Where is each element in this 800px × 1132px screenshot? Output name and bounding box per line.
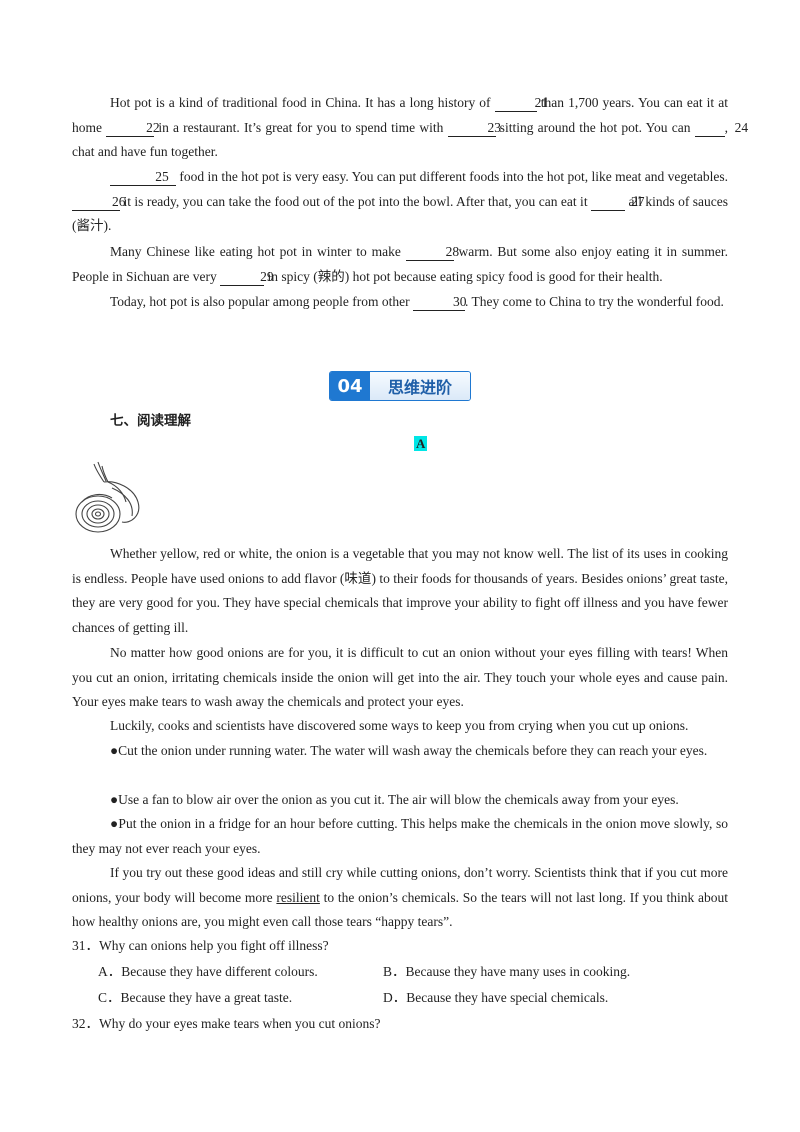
reading-paragraph-3: Luckily, cooks and scientists have disco… [110, 718, 689, 733]
option-31-c[interactable]: C．Because they have a great taste. [98, 990, 293, 1005]
reading-bullet-1: ●Cut the onion under running water. The … [110, 743, 708, 758]
reading-paragraph-2: No matter how good onions are for you, i… [72, 645, 728, 710]
blank-25[interactable]: 25 [110, 168, 176, 186]
cloze-text: sitting around the hot pot. You can [495, 119, 695, 135]
badge-number: 04 [330, 372, 370, 400]
blank-30[interactable]: 30 [413, 293, 467, 311]
cloze-paragraph-2: 25 food in the hot pot is very easy. You… [72, 165, 728, 239]
blank-22[interactable]: 22 [106, 119, 160, 137]
option-31-a[interactable]: A．Because they have different colours. [98, 964, 318, 979]
cloze-text: in a restaurant. It’s great for you to s… [154, 119, 448, 135]
blank-29[interactable]: 29 [220, 268, 274, 286]
blank-26[interactable]: 26 [72, 193, 126, 211]
badge-title: 思维进阶 [370, 372, 470, 400]
blank-27[interactable]: 27 [591, 193, 645, 211]
cloze-text: , chat and have fun together. [72, 119, 728, 160]
question-31: 31．Why can onions help you fight off ill… [72, 938, 329, 953]
cloze-paragraph-4: Today, hot pot is also popular among peo… [72, 290, 728, 315]
reading-paragraph-1: Whether yellow, red or white, the onion … [72, 546, 728, 635]
cloze-text: warm. But some also enjoy eating it in s… [72, 244, 728, 284]
cloze-paragraph-3: Many Chinese like eating hot pot in wint… [72, 240, 728, 289]
blank-23[interactable]: 23 [447, 119, 501, 137]
blank-24[interactable]: 24 [694, 119, 748, 137]
question-32: 32．Why do your eyes make tears when you … [72, 1016, 381, 1031]
option-31-b[interactable]: B．Because they have many uses in cooking… [383, 964, 631, 979]
cloze-text: all kinds of sauces (酱汁). [72, 193, 728, 234]
onion-illustration [75, 461, 140, 533]
cloze-text: in spicy (辣的) hot pot because eating spi… [264, 268, 663, 284]
section-badge: 04 思维进阶 [329, 371, 471, 401]
reading-text: to the onion’s chemicals. So the tears w… [72, 889, 728, 930]
cloze-text: than 1,700 years. You can eat it at home [72, 95, 729, 135]
cloze-text: food in the hot pot is very easy. You ca… [176, 169, 728, 184]
reading-text: If you try out these good ideas and stil… [72, 865, 728, 905]
option-31-d[interactable]: D．Because they have special chemicals. [383, 990, 609, 1005]
reading-bullet-2: ●Use a fan to blow air over the onion as… [110, 792, 679, 807]
blank-21[interactable]: 21 [494, 94, 548, 112]
cloze-text: . They come to China to try the wonderfu… [465, 294, 724, 309]
cloze-text: Many Chinese like eating hot pot in wint… [110, 244, 406, 259]
reading-bullet-3: ●Put the onion in a fridge for an hour b… [72, 816, 728, 856]
cloze-text: Hot pot is a kind of traditional food in… [110, 95, 495, 110]
underlined-word: resilient [276, 889, 320, 905]
cloze-text: it is ready, you can take the food out o… [120, 193, 592, 209]
passage-label: A [414, 436, 428, 451]
cloze-paragraph-1: Hot pot is a kind of traditional food in… [72, 91, 748, 165]
blank-28[interactable]: 28 [405, 243, 459, 261]
reading-paragraph-4: If you try out these good ideas and stil… [72, 861, 728, 935]
cloze-text: Today, hot pot is also popular among peo… [110, 294, 413, 309]
section-heading: 七、阅读理解 [110, 413, 191, 429]
